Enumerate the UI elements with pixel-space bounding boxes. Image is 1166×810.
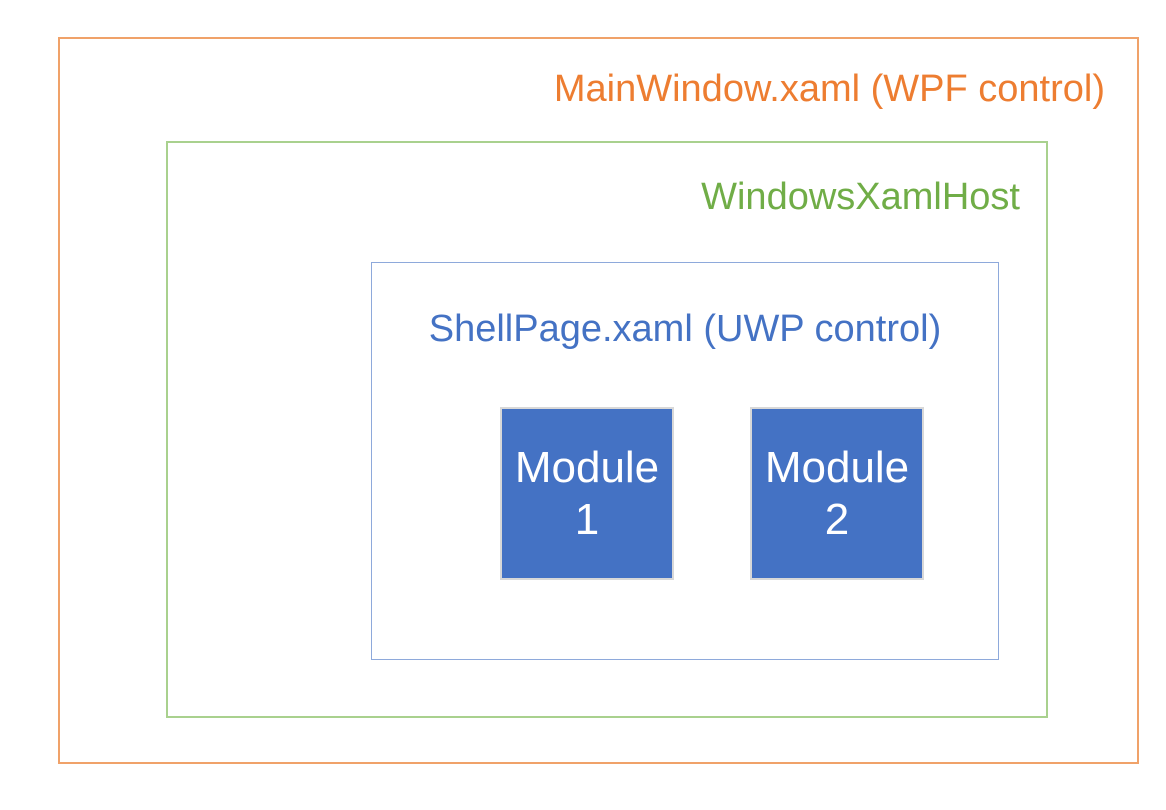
shellpage-uwp-label: ShellPage.xaml (UWP control): [428, 308, 942, 350]
windows-xaml-host-label: WindowsXamlHost: [701, 176, 1020, 218]
module-1-box: Module 1: [500, 407, 674, 580]
module-2-box: Module 2: [750, 407, 924, 580]
module-2-label: Module 2: [764, 442, 910, 544]
mainwindow-wpf-label: MainWindow.xaml (WPF control): [553, 68, 1105, 110]
shellpage-uwp-box: ShellPage.xaml (UWP control) Module 1 Mo…: [371, 262, 999, 660]
mainwindow-wpf-box: MainWindow.xaml (WPF control) WindowsXam…: [58, 37, 1139, 764]
windows-xaml-host-box: WindowsXamlHost ShellPage.xaml (UWP cont…: [166, 141, 1048, 718]
module-1-label: Module 1: [514, 442, 660, 544]
